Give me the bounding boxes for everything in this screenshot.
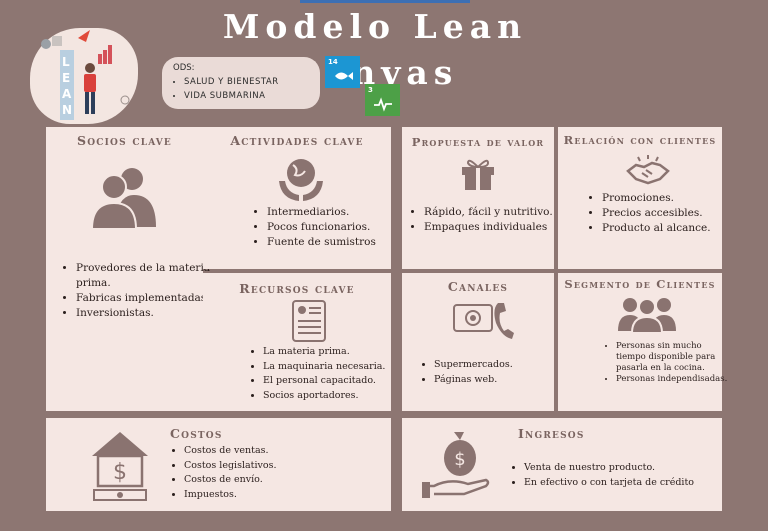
hero-illustration: LEAN: [30, 28, 138, 124]
svg-text:$: $: [113, 460, 127, 485]
propuesta-list: Rápido, fácil y nutritivo. Empaques indi…: [410, 205, 568, 235]
canales-item: Páginas web.: [434, 372, 568, 387]
lean-vertical-text: LEAN: [62, 55, 73, 117]
segmento-title: Segmento de Clientes: [564, 277, 716, 291]
socios-item: Inversionistas.: [76, 306, 216, 321]
ingresos-item: En efectivo o con tarjeta de crédito: [524, 475, 734, 490]
panel-relacion-clientes: Relación con clientes Promociones. Preci…: [558, 127, 722, 269]
document-icon: [292, 300, 326, 342]
recursos-title: Recursos clave: [239, 281, 355, 296]
socios-item: Provedores de la materia prima.: [76, 261, 216, 291]
ingresos-item: Venta de nuestro producto.: [524, 460, 734, 475]
costos-item: Costos legislativos.: [184, 459, 384, 474]
sdg-3-badge: 3: [365, 84, 400, 116]
relacion-item: Producto al alcance.: [602, 221, 734, 236]
recursos-item: La maquinaria necesaria.: [263, 360, 405, 375]
ods-label: ODS:: [173, 63, 195, 73]
costos-item: Costos de ventas.: [184, 444, 384, 459]
canales-list: Supermercados. Páginas web.: [420, 357, 568, 387]
recursos-item: Socios aportadores.: [263, 389, 405, 404]
propuesta-item: Empaques individuales: [424, 220, 568, 235]
sdg-14-badge: 14: [325, 56, 360, 88]
ingresos-title: Ingresos: [518, 426, 585, 441]
actividades-title: Actividades clave: [230, 133, 364, 148]
propuesta-title: Propuesta de valor: [411, 135, 545, 149]
costos-item: Costos de envío.: [184, 473, 384, 488]
relacion-title: Relación con clientes: [563, 133, 717, 147]
canales-title: Canales: [447, 279, 509, 294]
house-money-icon: $: [92, 432, 148, 501]
segmento-list: Personas sin mucho tiempo disponible par…: [602, 341, 734, 385]
socios-title: Socios clave: [77, 133, 172, 148]
panel-segmento-clientes: Segmento de Clientes Personas sin mucho …: [558, 273, 727, 411]
actividades-list: Intermediarios. Pocos funcionarios. Fuen…: [253, 205, 405, 250]
globe-hands-icon: [279, 159, 323, 201]
fish-icon: [335, 72, 353, 80]
relacion-item: Promociones.: [602, 191, 734, 206]
recursos-item: La materia prima.: [263, 345, 405, 360]
actividades-item: Pocos funcionarios.: [267, 220, 405, 235]
panel-canales: Canales Supermercados. Páginas web.: [402, 273, 554, 411]
ingresos-list: Venta de nuestro producto. En efectivo o…: [510, 460, 734, 490]
panel-costos: Costos $ Costos de ventas. Costos legisl…: [46, 418, 391, 511]
costos-title: Costos: [170, 426, 223, 441]
recursos-item: El personal capacitado.: [263, 374, 405, 389]
panel-ingresos: Ingresos $ Venta de nuestro producto. En…: [402, 418, 722, 511]
canales-item: Supermercados.: [434, 357, 568, 372]
page-title: Modelo Lean Canvas: [222, 7, 528, 92]
svg-text:$: $: [454, 449, 465, 470]
socios-list: Provedores de la materia prima. Fabricas…: [62, 261, 216, 321]
actividades-item: Fuente de sumistros: [267, 235, 405, 250]
relacion-list: Promociones. Precios accesibles. Product…: [588, 191, 734, 236]
sdg-3-number: 3: [368, 86, 373, 94]
segmento-item: Personas independisadas.: [616, 374, 734, 385]
socios-item: Fabricas implementadas.: [76, 291, 216, 306]
lean-illustration-icon: [41, 30, 130, 120]
ods-item: VIDA SUBMARINA: [184, 91, 279, 101]
hand-money-bag-icon: $: [422, 432, 490, 498]
panel-socios-clave: Socios clave Provedores de la materia pr…: [46, 127, 210, 411]
gift-icon: [462, 159, 494, 190]
panel-propuesta-valor: Propuesta de valor Rápido, fácil y nutri…: [402, 127, 554, 269]
costos-item: Impuestos.: [184, 488, 384, 503]
sdg-14-number: 14: [328, 58, 338, 66]
ods-item: SALUD Y BIENESTAR: [184, 77, 279, 87]
recursos-list: La materia prima. La maquinaria necesari…: [249, 345, 405, 403]
people-icon: [92, 168, 156, 229]
top-accent-bar: [300, 0, 470, 3]
heartbeat-icon: [374, 97, 392, 112]
panel-recursos-clave: Recursos clave La materia prima. La maqu…: [203, 273, 391, 411]
relacion-item: Precios accesibles.: [602, 206, 734, 221]
ods-box: ODS: SALUD Y BIENESTAR VIDA SUBMARINA: [162, 57, 320, 109]
panel-actividades-clave: Actividades clave Intermediarios. Pocos …: [203, 127, 391, 269]
email-phone-icon: [453, 303, 514, 339]
costos-list: Costos de ventas. Costos legislativos. C…: [170, 444, 384, 502]
actividades-item: Intermediarios.: [267, 205, 405, 220]
segmento-item: Personas sin mucho tiempo disponible par…: [616, 341, 734, 374]
handshake-icon: [626, 155, 670, 185]
ods-list: SALUD Y BIENESTAR VIDA SUBMARINA: [166, 73, 279, 101]
propuesta-item: Rápido, fácil y nutritivo.: [424, 205, 568, 220]
group-icon: [618, 298, 676, 333]
